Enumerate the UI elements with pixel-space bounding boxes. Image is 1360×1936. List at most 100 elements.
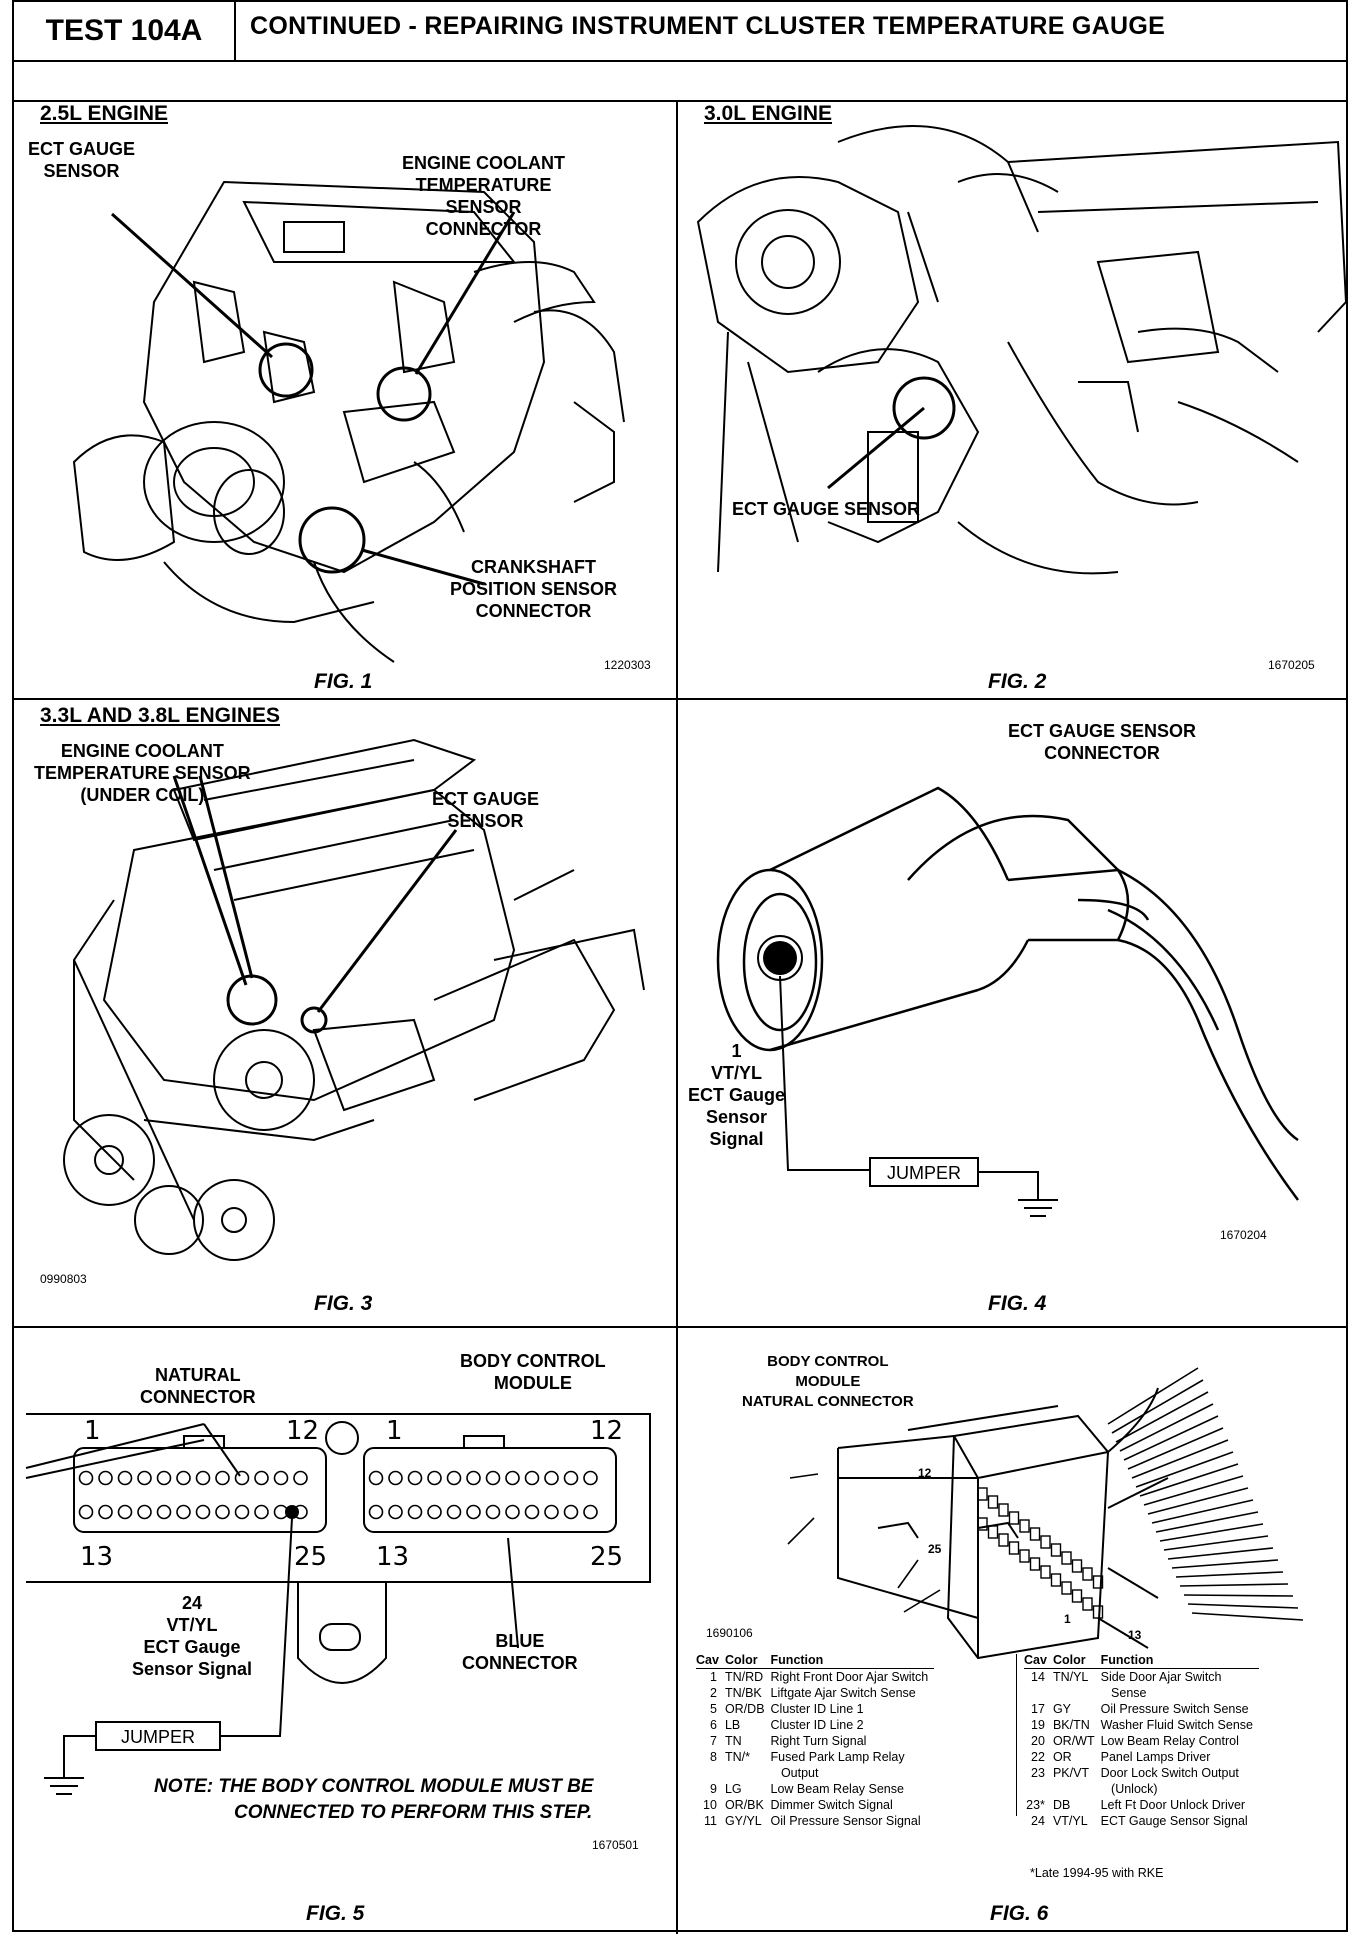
- connector-cavity: [1071, 1589, 1083, 1603]
- pin-hole: [156, 1504, 172, 1520]
- col-cav: Cav: [696, 1652, 725, 1669]
- connector-cavity: [977, 1517, 988, 1531]
- pin-hole: [466, 1470, 481, 1486]
- figure-code: 1670204: [1220, 1228, 1267, 1242]
- cell-cav: 9: [709, 1782, 717, 1796]
- table-row: 20 OR/WT Low Beam Relay Control: [1024, 1733, 1259, 1749]
- cell-color: GY: [1052, 1702, 1071, 1716]
- cell-cav: 6: [709, 1718, 717, 1732]
- left-pin-13: 13: [80, 1542, 114, 1572]
- column-divider: [676, 102, 678, 1934]
- cell-function: Door Lock Switch Output (Unlock): [1100, 1766, 1239, 1796]
- connector-cavity: [1050, 1573, 1062, 1587]
- pin-hole: [234, 1470, 250, 1486]
- col-color: Color: [1052, 1652, 1101, 1669]
- pin-hole: [583, 1470, 598, 1486]
- pin-hole: [234, 1504, 250, 1520]
- cell-color: OR/BK: [724, 1798, 764, 1812]
- pin-hole: [78, 1504, 94, 1520]
- cell-color: OR/WT: [1052, 1734, 1095, 1748]
- bcm-natural-connector-drawing: [787, 1367, 1304, 1660]
- wire-strand: [1187, 1603, 1299, 1609]
- pin-hole: [427, 1470, 442, 1486]
- label-ect-gauge-sensor: ECT GAUGE SENSOR: [432, 789, 540, 831]
- wire-strand: [1175, 1571, 1284, 1578]
- connector-cavity: [977, 1487, 988, 1501]
- wire-strand: [1191, 1612, 1304, 1621]
- note-line-1: NOTE: THE BODY CONTROL MODULE MUST BE: [154, 1776, 594, 1797]
- cell-cav: 17: [1031, 1702, 1045, 1716]
- connector-cavity: [1040, 1565, 1051, 1579]
- bcm-connector-drawing: [25, 1413, 651, 1795]
- test-id: TEST 104A: [14, 2, 236, 60]
- col-color: Color: [724, 1652, 771, 1669]
- cell-cav: 23*: [1026, 1798, 1045, 1812]
- pin-hole: [505, 1504, 520, 1520]
- figure-1-panel: 2.5L ENGINE ECT GAUGE SENSOR ENGINE COOL…: [14, 102, 676, 698]
- wire-strand: [1127, 1427, 1224, 1470]
- figure-5-panel: NATURAL CONNECTOR BODY CONTROL MODULE 1 …: [14, 1328, 676, 1934]
- pin-hole: [195, 1470, 211, 1486]
- figure-caption: FIG. 3: [314, 1292, 373, 1315]
- wire-strand: [1135, 1451, 1234, 1488]
- pin-12-label: 12: [918, 1466, 932, 1480]
- pin-hole: [388, 1504, 403, 1520]
- connector-cavity: [1019, 1519, 1030, 1533]
- connector-cavity: [998, 1533, 1009, 1547]
- pin-hole: [524, 1504, 540, 1520]
- connector-cavity: [1082, 1597, 1093, 1611]
- cell-function: Low Beam Relay Control: [1100, 1734, 1239, 1748]
- row-divider-2: [14, 1326, 1346, 1328]
- cell-function: Washer Fluid Switch Sense: [1100, 1718, 1253, 1732]
- pin-13-label: 13: [1128, 1628, 1142, 1642]
- label-ect-gauge-sensor: ECT GAUGE SENSOR: [732, 499, 921, 519]
- cell-function: Fused Park Lamp Relay Output: [770, 1750, 905, 1780]
- pin-hole: [156, 1470, 172, 1486]
- pin-hole: [505, 1470, 520, 1486]
- pin-hole: [407, 1504, 423, 1520]
- pin-hole: [117, 1470, 133, 1486]
- right-pin-12: 12: [590, 1416, 624, 1446]
- pin-hole: [388, 1470, 403, 1486]
- cell-color: OR: [1052, 1750, 1072, 1764]
- wire-strand: [1167, 1547, 1274, 1560]
- pin-hole: [98, 1504, 113, 1520]
- cell-color: TN/BK: [724, 1686, 762, 1700]
- engine-2-5l-drawing: [72, 180, 625, 663]
- connector-cavity: [1029, 1527, 1041, 1541]
- header-divider: [14, 100, 1346, 102]
- cell-function: Panel Lamps Driver: [1100, 1750, 1211, 1764]
- cell-function: Right Front Door Ajar Switch: [770, 1670, 929, 1684]
- cell-color: LB: [724, 1718, 741, 1732]
- wire-strand: [1123, 1415, 1219, 1461]
- pin-hole: [176, 1504, 191, 1520]
- cell-color: PK/VT: [1052, 1766, 1090, 1780]
- cell-function: Oil Pressure Sensor Signal: [770, 1814, 921, 1828]
- cell-cav: 2: [709, 1686, 717, 1700]
- connector-cavity: [987, 1495, 999, 1509]
- cell-color: BK/TN: [1052, 1718, 1090, 1732]
- pin-hole: [215, 1504, 230, 1520]
- wire-strand: [1171, 1559, 1279, 1569]
- cell-cav: 20: [1031, 1734, 1045, 1748]
- cell-color: TN/YL: [1052, 1670, 1089, 1684]
- pin-hole: [544, 1470, 559, 1486]
- right-pin-25: 25: [590, 1542, 624, 1572]
- jumper-box: JUMPER: [886, 1163, 961, 1183]
- cell-function: Cluster ID Line 1: [770, 1702, 864, 1716]
- cell-color: GY/YL: [724, 1814, 762, 1828]
- cell-color: OR/DB: [724, 1702, 765, 1716]
- cell-cav: 11: [703, 1814, 717, 1828]
- engine-3-3l-3-8l-drawing: [63, 738, 645, 1261]
- label-coolant-sensor-connector: ENGINE COOLANT TEMPERATURE SENSOR CONNEC…: [402, 153, 566, 239]
- figure-caption: FIG. 5: [306, 1902, 365, 1925]
- right-pin-1: 1: [386, 1416, 403, 1446]
- cell-color: VT/YL: [1052, 1814, 1088, 1828]
- pin-hole: [446, 1470, 462, 1486]
